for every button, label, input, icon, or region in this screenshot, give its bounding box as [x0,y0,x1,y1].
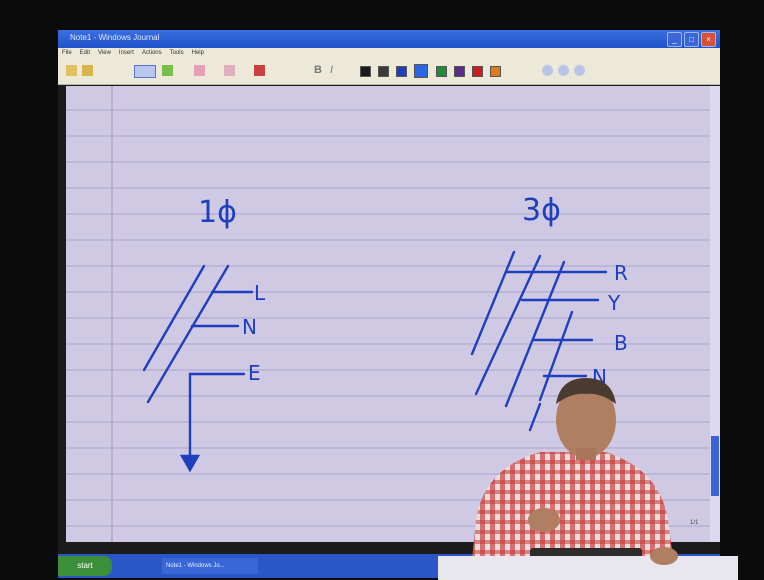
taskbar-item-journal[interactable]: Note1 - Windows Jo... [162,558,258,574]
zoom-icon[interactable] [542,65,553,76]
lasso-icon[interactable] [224,65,235,76]
desk [438,556,738,580]
presenter-head [556,382,616,458]
open-icon[interactable] [82,65,93,76]
zoom-in-icon[interactable] [558,65,569,76]
window-title: Note1 - Windows Journal [70,33,160,42]
maximize-button[interactable]: □ [684,32,699,47]
color-swatch-red[interactable] [472,66,483,77]
color-swatch-gray[interactable] [378,66,389,77]
close-button[interactable]: × [701,32,716,47]
presenter-hair [556,378,616,404]
presenter-neck [576,448,596,460]
highlighter-icon[interactable] [162,65,173,76]
line-label-n: N [242,315,257,339]
color-swatch-blue[interactable] [396,66,407,77]
menu-edit[interactable]: Edit [79,50,91,56]
menu-bar: File Edit View Insert Actions Tools Help [58,48,720,58]
minimize-button[interactable]: _ [667,32,682,47]
menu-file[interactable]: File [62,50,72,56]
color-swatch-light-blue[interactable] [414,64,428,78]
menu-insert[interactable]: Insert [118,50,134,56]
toolbar: B I [58,58,720,85]
line-label-e: E [248,361,261,385]
title-bar: Note1 - Windows Journal _ □ × [58,30,720,48]
eraser-icon[interactable] [194,65,205,76]
line-label-l: L [254,281,266,305]
presenter-hand [528,508,560,532]
line-label-y: Y [607,291,621,315]
line-label-r: R [614,261,628,285]
single-phase-label: 1ϕ [198,195,237,230]
color-swatch-orange[interactable] [490,66,501,77]
line-label-b: B [614,331,628,355]
italic-icon[interactable]: I [330,64,334,76]
menu-actions[interactable]: Actions [141,50,162,56]
scrollbar-thumb[interactable] [711,436,719,496]
pen-icon[interactable] [134,65,156,78]
single-phase-wiring [142,264,254,473]
color-swatch-purple[interactable] [454,66,465,77]
page-indicator: 1/1 [690,520,699,526]
color-swatch-black[interactable] [360,66,371,77]
menu-help[interactable]: Help [191,50,204,56]
bold-icon[interactable]: B [314,64,322,76]
new-icon[interactable] [66,65,77,76]
three-phase-wiring [470,250,608,432]
flag-icon[interactable] [254,65,265,76]
window-controls: _ □ × [667,32,716,47]
color-swatch-green[interactable] [436,66,447,77]
start-button[interactable]: start [58,556,112,576]
vertical-scrollbar[interactable] [710,86,720,542]
presenter-left-hand [650,547,678,565]
zoom-out-icon[interactable] [574,65,585,76]
menu-view[interactable]: View [98,50,111,56]
menu-tools[interactable]: Tools [169,50,184,56]
three-phase-label: 3ϕ [522,193,561,228]
